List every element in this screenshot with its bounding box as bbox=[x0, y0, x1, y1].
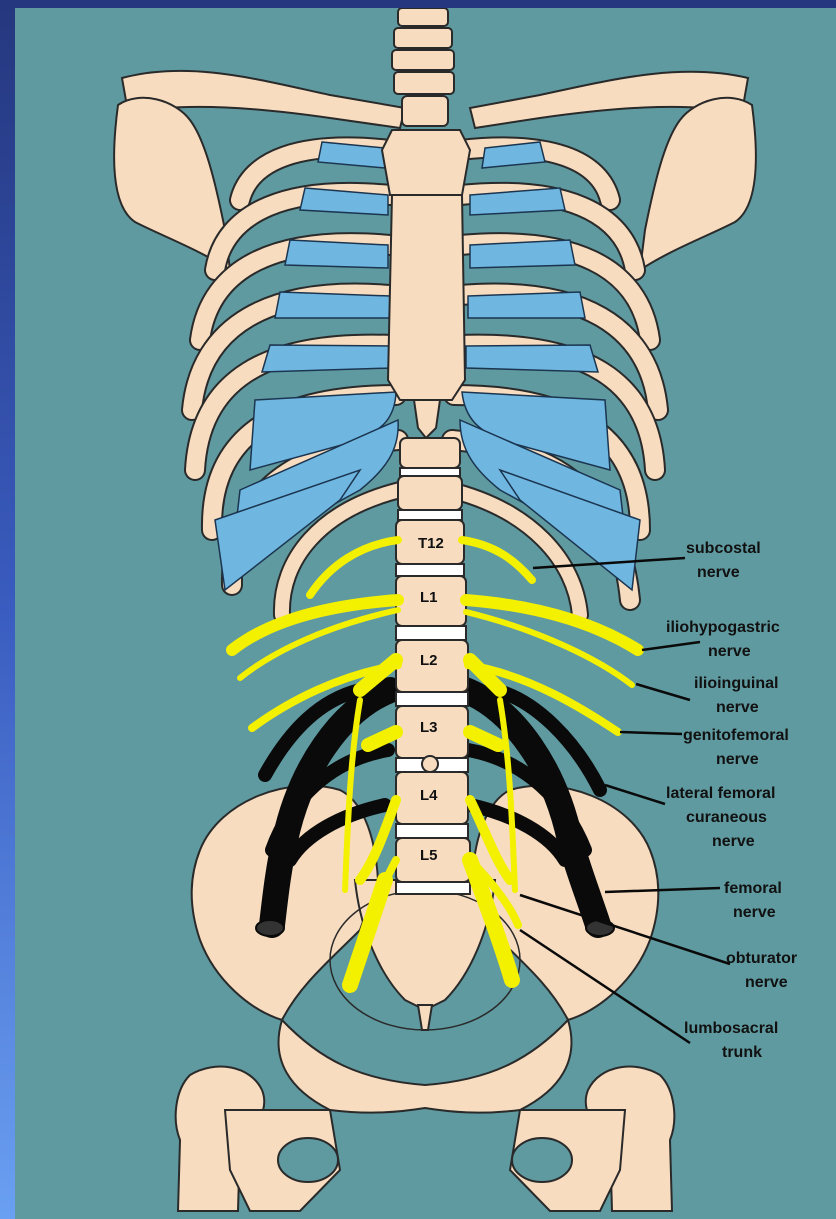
sternum-body bbox=[388, 195, 465, 400]
cervical-vertebra bbox=[402, 96, 448, 126]
cartilage-right bbox=[468, 292, 585, 318]
frame-top-border bbox=[0, 0, 836, 8]
obturator-foramen-left bbox=[278, 1138, 338, 1182]
label-lumbosacral-line2: trunk bbox=[722, 1044, 762, 1061]
left-psoas-cut-end bbox=[256, 920, 284, 936]
label-subcostal-line1: subcostal bbox=[686, 540, 761, 557]
label-genitofemoral-line1: genitofemoral bbox=[683, 727, 789, 744]
vertebral-disc bbox=[400, 468, 460, 476]
cervical-vertebra bbox=[394, 28, 452, 48]
vertebral-disc bbox=[396, 882, 470, 894]
label-genitofemoral-line2: nerve bbox=[716, 751, 759, 768]
cartilage-right bbox=[470, 240, 575, 268]
vertebral-disc bbox=[396, 692, 468, 706]
frame-left-border bbox=[0, 0, 15, 1219]
vertebra-label: L2 bbox=[420, 652, 438, 669]
label-lateral-femoral-line1: lateral femoral bbox=[666, 785, 775, 802]
vertebra-label: L5 bbox=[420, 847, 438, 864]
vertebral-disc bbox=[396, 564, 464, 576]
cartilage-left bbox=[275, 292, 390, 318]
cervical-vertebra bbox=[398, 8, 448, 26]
cartilage-right bbox=[466, 345, 598, 372]
lumbar-plexus-diagram: T12 L1 L2 L3 L4 L5 subcostal nerve ilioh… bbox=[15, 8, 836, 1219]
vertebra-label: T12 bbox=[418, 535, 444, 552]
obturator-foramen-right bbox=[512, 1138, 572, 1182]
label-obturator-line2: nerve bbox=[745, 974, 788, 991]
cartilage-left bbox=[285, 240, 388, 268]
label-iliohypogastric-line1: iliohypogastric bbox=[666, 619, 780, 636]
vertebral-disc bbox=[398, 510, 462, 520]
label-iliohypogastric-line2: nerve bbox=[708, 643, 751, 660]
label-lumbosacral-line1: lumbosacral bbox=[684, 1020, 778, 1037]
vertebra-label: L4 bbox=[420, 787, 438, 804]
cervical-vertebra bbox=[392, 50, 454, 70]
label-femoral-line2: nerve bbox=[733, 904, 776, 921]
sternum bbox=[382, 130, 470, 438]
label-ilioinguinal-line2: nerve bbox=[716, 699, 759, 716]
vertebra-t11 bbox=[398, 476, 462, 510]
vertebral-disc bbox=[396, 824, 468, 838]
label-ilioinguinal-line1: ilioinguinal bbox=[694, 675, 778, 692]
vertebra-label: L1 bbox=[420, 589, 438, 606]
vertebral-disc bbox=[396, 626, 466, 640]
vertebra-t10 bbox=[400, 438, 460, 468]
label-obturator-line1: obturator bbox=[726, 950, 797, 967]
manubrium bbox=[382, 130, 470, 195]
cartilage-left bbox=[262, 345, 392, 372]
label-lateral-femoral-line3: nerve bbox=[712, 833, 755, 850]
label-subcostal-line2: nerve bbox=[697, 564, 740, 581]
cervical-vertebra bbox=[394, 72, 454, 94]
vertebra-label: L3 bbox=[420, 719, 438, 736]
label-femoral-line1: femoral bbox=[724, 880, 782, 897]
cervical-spine bbox=[392, 8, 454, 126]
anatomy-slide: T12 L1 L2 L3 L4 L5 subcostal nerve ilioh… bbox=[15, 8, 836, 1219]
label-lateral-femoral-line2: curaneous bbox=[686, 809, 767, 826]
spinal-ganglion-marker bbox=[422, 756, 438, 772]
